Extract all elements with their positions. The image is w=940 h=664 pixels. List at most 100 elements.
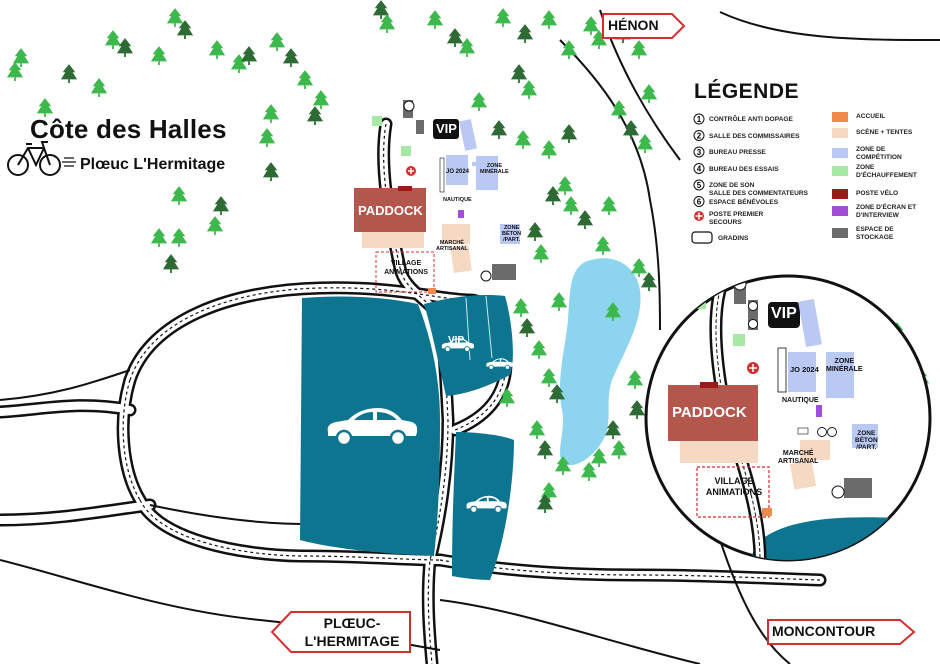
tree-icon [90,78,108,97]
sign-shapes [270,13,916,653]
legend-number: 2 [697,132,702,141]
tree-icon [628,400,646,419]
paddock-label: PADDOCK [358,203,423,218]
tree-icon [528,420,546,439]
legend-zone-label: ACCUEIL [856,113,886,120]
tree-icon [576,210,594,229]
legend-item-label: ESPACE BÉNÉVOLES [709,198,779,206]
inset-jo2024-label: JO 2024 [790,365,819,374]
tree-icon [536,440,554,459]
lake [559,258,641,466]
tree-icon [600,196,618,215]
tree-icon [630,40,648,59]
tree-icon [206,216,224,235]
zone-beton-label: ZONE BÉTON /PART. [502,225,522,243]
tree-icon [594,236,612,255]
tree-icon [150,228,168,247]
sign-henon: HÉNON [608,17,659,33]
legend-zone-label: ZONE DE COMPÉTITION [856,146,902,161]
tree-icon [562,196,580,215]
tree-icon [470,92,488,111]
tree-icon [170,186,188,205]
tree-icon [208,40,226,59]
legend-number: 4 [697,165,702,174]
legend-zone-swatch [832,112,848,122]
inset-zone-beton-label: ZONE BÉTON /PART. [855,430,878,451]
legend-zone-label: ESPACE DE STOCKAGE [856,226,894,241]
legend-zone-swatch [832,128,848,138]
inset-marche-label: MARCHÉ ARTISANAL [778,450,819,465]
nautique-label: NAUTIQUE [443,197,472,203]
tree-icon [532,244,550,263]
sign-ploeuc: PLŒUC- L'HERMITAGE [304,615,400,649]
map-title: Côte des Halles [30,114,227,144]
legend-item-label: BUREAU DES ESSAIS [709,165,779,173]
legend-zone-swatch [832,206,848,216]
tree-icon [60,64,78,83]
tree-icon [446,28,464,47]
tree-icon [282,48,300,67]
first-aid-cross [695,212,703,220]
inset-nautique-label: NAUTIQUE [782,397,819,404]
legend-number-badge [693,146,705,158]
tree-icon [540,140,558,159]
parkings [300,294,514,580]
tree-icon [510,64,528,83]
legend-number-badge [693,130,705,141]
legend-zone-swatch [832,228,848,238]
tree-icon [166,8,184,27]
tree-icon [170,228,188,247]
tree-icon [556,176,574,195]
tree-icon [262,104,280,123]
tree-icon [258,128,276,147]
sign-moncontour: MONCONTOUR [772,623,876,639]
tree-icon [268,32,286,51]
tree-icon [116,38,134,57]
legend-first-aid-label: POSTE PREMIER SECOURS [709,211,764,226]
vip-label: VIP [436,121,457,136]
parking-vip-label: VIP [448,335,464,346]
legend-zone-label: SCÈNE + TENTES [856,129,913,136]
tree-icon [610,440,628,459]
tree-icon [104,30,122,49]
legend-item-label: SALLE DES COMMISSAIRES [709,132,800,140]
tree-icon [582,16,600,35]
tree-icon [636,134,654,153]
event-site [354,100,520,294]
legend-stands-label: GRADINS [718,235,749,242]
marche-label: MARCHÉ ARTISANAL [436,240,468,252]
inset-village-label: VILLAGE ANIMATIONS [705,476,763,497]
tree-icon [550,292,568,311]
jo2024-label: JO 2024 [446,169,470,175]
tree-icon [426,10,444,29]
legend-zone-swatch [832,148,848,158]
tree-icon [490,120,508,139]
legend-title: LÉGENDE [694,80,800,103]
tree-icon [520,80,538,99]
village-label: VILLAGE ANIMATIONS [384,260,428,276]
tree-icon [162,254,180,273]
tree-icon [626,370,644,389]
tree-icon [494,8,512,27]
inset-vip-label: VIP [771,305,797,322]
legend-item-label: CONTRÔLE ANTI DOPAGE [709,116,793,123]
tree-icon [212,196,230,215]
tree-icon [540,10,558,29]
tree-icon [516,24,534,43]
legend-item-label: BUREAU PRESSE [709,149,766,156]
legend-number: 5 [697,181,702,190]
tree-icon [540,368,558,387]
legend-number: 1 [697,115,702,124]
legend-number-badge [693,113,705,125]
legend-zone-label: POSTE VÉLO [856,190,899,197]
inset-zone-minerale-label: ZONE MINÉRALE [826,358,863,373]
inset-paddock-label: PADDOCK [672,404,747,421]
roads [0,9,940,664]
legend-zone-swatch [832,189,848,199]
bicycle-icon [7,141,76,176]
tree-icon [640,272,658,291]
tree-icon [512,298,530,317]
stands-swatch [691,231,713,244]
